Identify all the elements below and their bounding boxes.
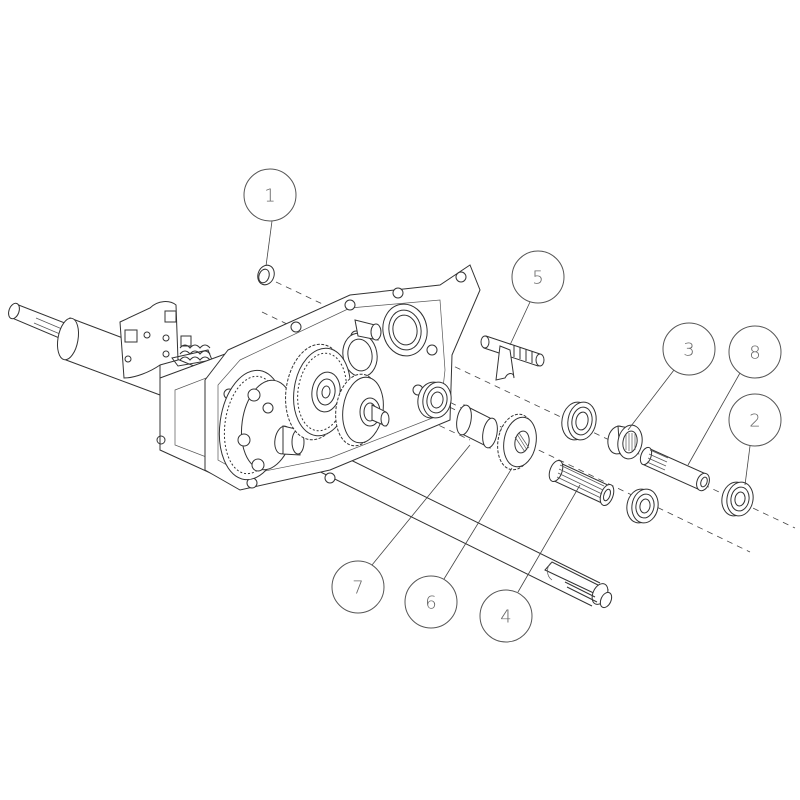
- callout-4: 4: [479, 589, 533, 643]
- part-5-shift-shaft: [480, 335, 545, 381]
- callout-3: 3: [662, 322, 716, 376]
- part-1-bushing: [257, 264, 275, 286]
- part-4-splined-sleeve: [548, 459, 615, 507]
- callout-6-label: 6: [425, 593, 436, 614]
- idler-gear: [335, 373, 390, 447]
- callout-8: 8: [728, 325, 782, 379]
- callout-5: 5: [511, 250, 565, 304]
- mounting-bracket: [119, 301, 179, 379]
- callout-2: 2: [728, 393, 782, 447]
- ball-bearing-lower: [626, 488, 659, 524]
- callout-8-label: 8: [749, 343, 760, 364]
- callout-5-label: 5: [532, 268, 543, 289]
- callout-2-label: 2: [749, 411, 760, 432]
- part-6-spur-gear: [497, 413, 537, 471]
- ball-bearing-mid: [561, 401, 597, 441]
- ball-bearing-left: [417, 381, 452, 419]
- callout-4-label: 4: [500, 607, 511, 628]
- callout-6: 6: [404, 575, 458, 629]
- part-2-ball-bearing: [721, 481, 754, 517]
- callout-1: 1: [243, 168, 297, 222]
- callout-1-label: 1: [264, 186, 275, 207]
- callout-7-label: 7: [352, 578, 363, 599]
- part-3-flanged-bearing: [607, 424, 643, 460]
- part-7-spacer-sleeve: [456, 404, 498, 449]
- leader-lines: [265, 220, 751, 593]
- differential-ring-gear: [218, 369, 305, 481]
- part-8-pinion-shaft: [639, 446, 710, 492]
- callout-3-label: 3: [683, 340, 694, 361]
- callout-7: 7: [331, 560, 385, 614]
